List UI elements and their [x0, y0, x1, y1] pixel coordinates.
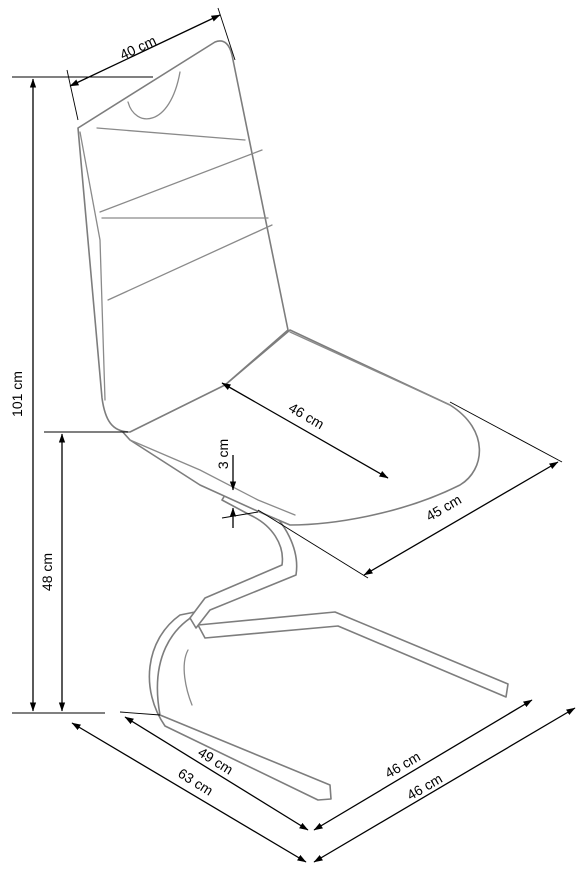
- backrest-stitch-1: [96, 127, 263, 213]
- backrest-handle: [127, 71, 181, 120]
- backrest-stitch-2: [101, 217, 273, 301]
- label-base-width-outer: 46 cm: [404, 770, 445, 803]
- label-top-width: 40 cm: [117, 32, 158, 63]
- dimension-lines: [12, 7, 576, 863]
- label-total-height: 101 cm: [9, 371, 25, 417]
- label-base-width-inner: 46 cm: [382, 748, 423, 781]
- dim-line-total-depth: [71, 722, 307, 863]
- dim-line-base-width-inner: [313, 699, 533, 831]
- dim-line-base-width-outer: [313, 707, 576, 863]
- label-seat-height: 48 cm: [39, 553, 55, 591]
- dim-line-seat-depth: [221, 382, 389, 479]
- chair-outline: [77, 40, 509, 801]
- base-rail-left: [148, 609, 332, 801]
- dim-line-top-width: [69, 14, 221, 87]
- dim-line-seat-width: [363, 461, 559, 576]
- base-rail-right: [197, 611, 509, 698]
- label-seat-thickness: 3 cm: [215, 439, 231, 469]
- cantilever-support: [189, 489, 298, 629]
